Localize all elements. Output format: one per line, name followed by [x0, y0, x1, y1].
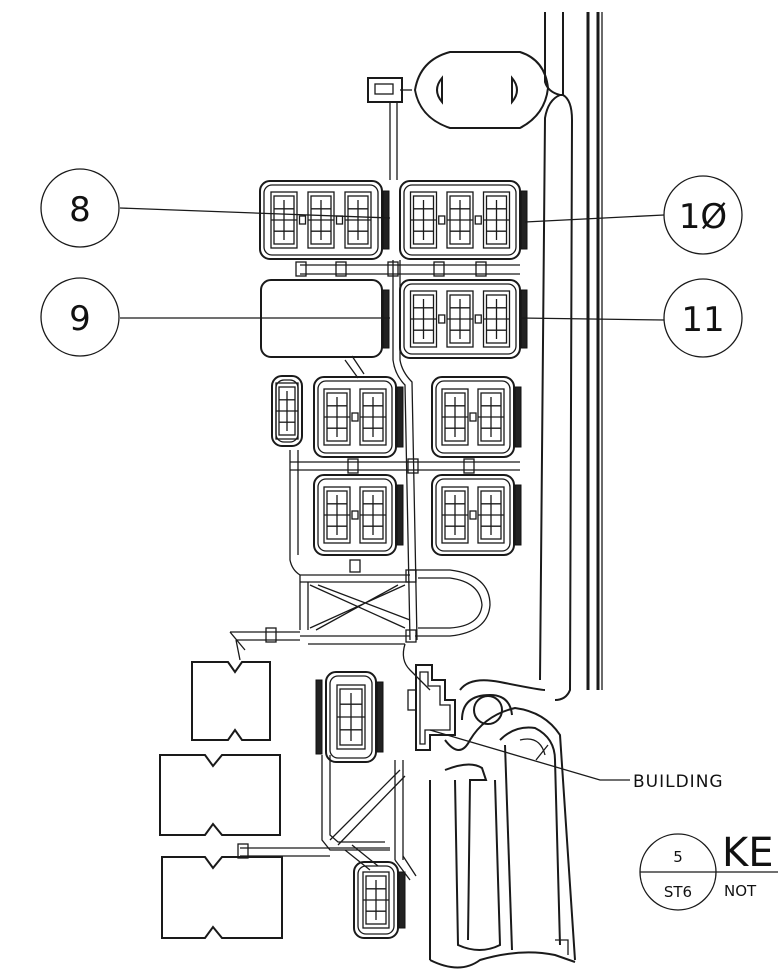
- court-block: [313, 474, 404, 556]
- bleachers: [396, 484, 404, 546]
- court-block: [271, 375, 303, 447]
- tennis-court: [359, 486, 387, 544]
- callout-circle: [663, 278, 743, 358]
- tennis-court: [323, 486, 351, 544]
- tennis-court: [446, 290, 474, 348]
- callout-9: 9: [40, 277, 120, 357]
- tennis-court: [477, 388, 505, 446]
- callout-circle: [40, 168, 120, 248]
- drop-off-loop: [400, 51, 550, 129]
- tennis-court: [323, 388, 351, 446]
- callout-10: 1Ø: [663, 175, 743, 255]
- court-block: [325, 671, 384, 763]
- tennis-court: [359, 388, 387, 446]
- tennis-court: [409, 191, 438, 249]
- bleachers: [520, 190, 528, 250]
- callout-label: 9: [69, 299, 91, 339]
- court-block: [259, 180, 390, 260]
- bleachers: [382, 289, 390, 349]
- bleachers: [382, 190, 390, 250]
- tennis-court: [441, 388, 469, 446]
- detail-scale-note: NOT: [724, 882, 757, 900]
- court-blocks: [259, 180, 528, 939]
- callout-circle: [40, 277, 120, 357]
- court-block: [353, 861, 406, 939]
- callout-label: 8: [69, 190, 91, 230]
- bleachers: [520, 289, 528, 349]
- tennis-court: [336, 684, 366, 750]
- detail-title: KE: [722, 830, 774, 876]
- bleachers: [315, 679, 323, 755]
- callout-11: 11: [663, 278, 743, 358]
- callout-circle: [663, 175, 743, 255]
- detail-sheet: ST6: [664, 883, 692, 901]
- callout-8: 8: [40, 168, 120, 248]
- callout-label: 11: [681, 300, 724, 340]
- tennis-court: [362, 871, 390, 929]
- tennis-court: [307, 191, 335, 249]
- building: [407, 664, 456, 751]
- tennis-court: [270, 191, 298, 249]
- tennis-court: [446, 191, 474, 249]
- court-block: [399, 180, 528, 260]
- bleachers: [398, 871, 406, 929]
- lower-walkway-network: [229, 559, 491, 691]
- bottom-loop-road: [429, 679, 576, 969]
- court-block: [431, 376, 522, 458]
- tennis-court: [482, 191, 511, 249]
- leader-lines: [119, 207, 665, 781]
- bleachers: [514, 386, 522, 448]
- court-block: [431, 474, 522, 556]
- kiosk: [367, 77, 403, 103]
- callout-label: 1Ø: [679, 197, 727, 237]
- bleachers: [514, 484, 522, 546]
- road: [539, 12, 603, 701]
- tennis-court: [482, 290, 511, 348]
- detail-number: 5: [673, 848, 683, 866]
- tennis-court: [344, 191, 372, 249]
- tennis-court: [409, 290, 438, 348]
- cross-walkways: [289, 261, 520, 576]
- tennis-court: [477, 486, 505, 544]
- court-block: [399, 279, 528, 359]
- bleachers: [376, 681, 384, 753]
- court-block: [313, 376, 404, 458]
- bleachers: [396, 386, 404, 448]
- building-label: BUILDING: [633, 772, 724, 792]
- tennis-court: [275, 382, 299, 440]
- lower-court-complex: [237, 755, 417, 881]
- detail-marker: 5 ST6 KE NOT: [639, 830, 778, 911]
- main-walkway: [389, 102, 418, 641]
- tennis-court: [441, 486, 469, 544]
- parking-pads: [159, 661, 283, 939]
